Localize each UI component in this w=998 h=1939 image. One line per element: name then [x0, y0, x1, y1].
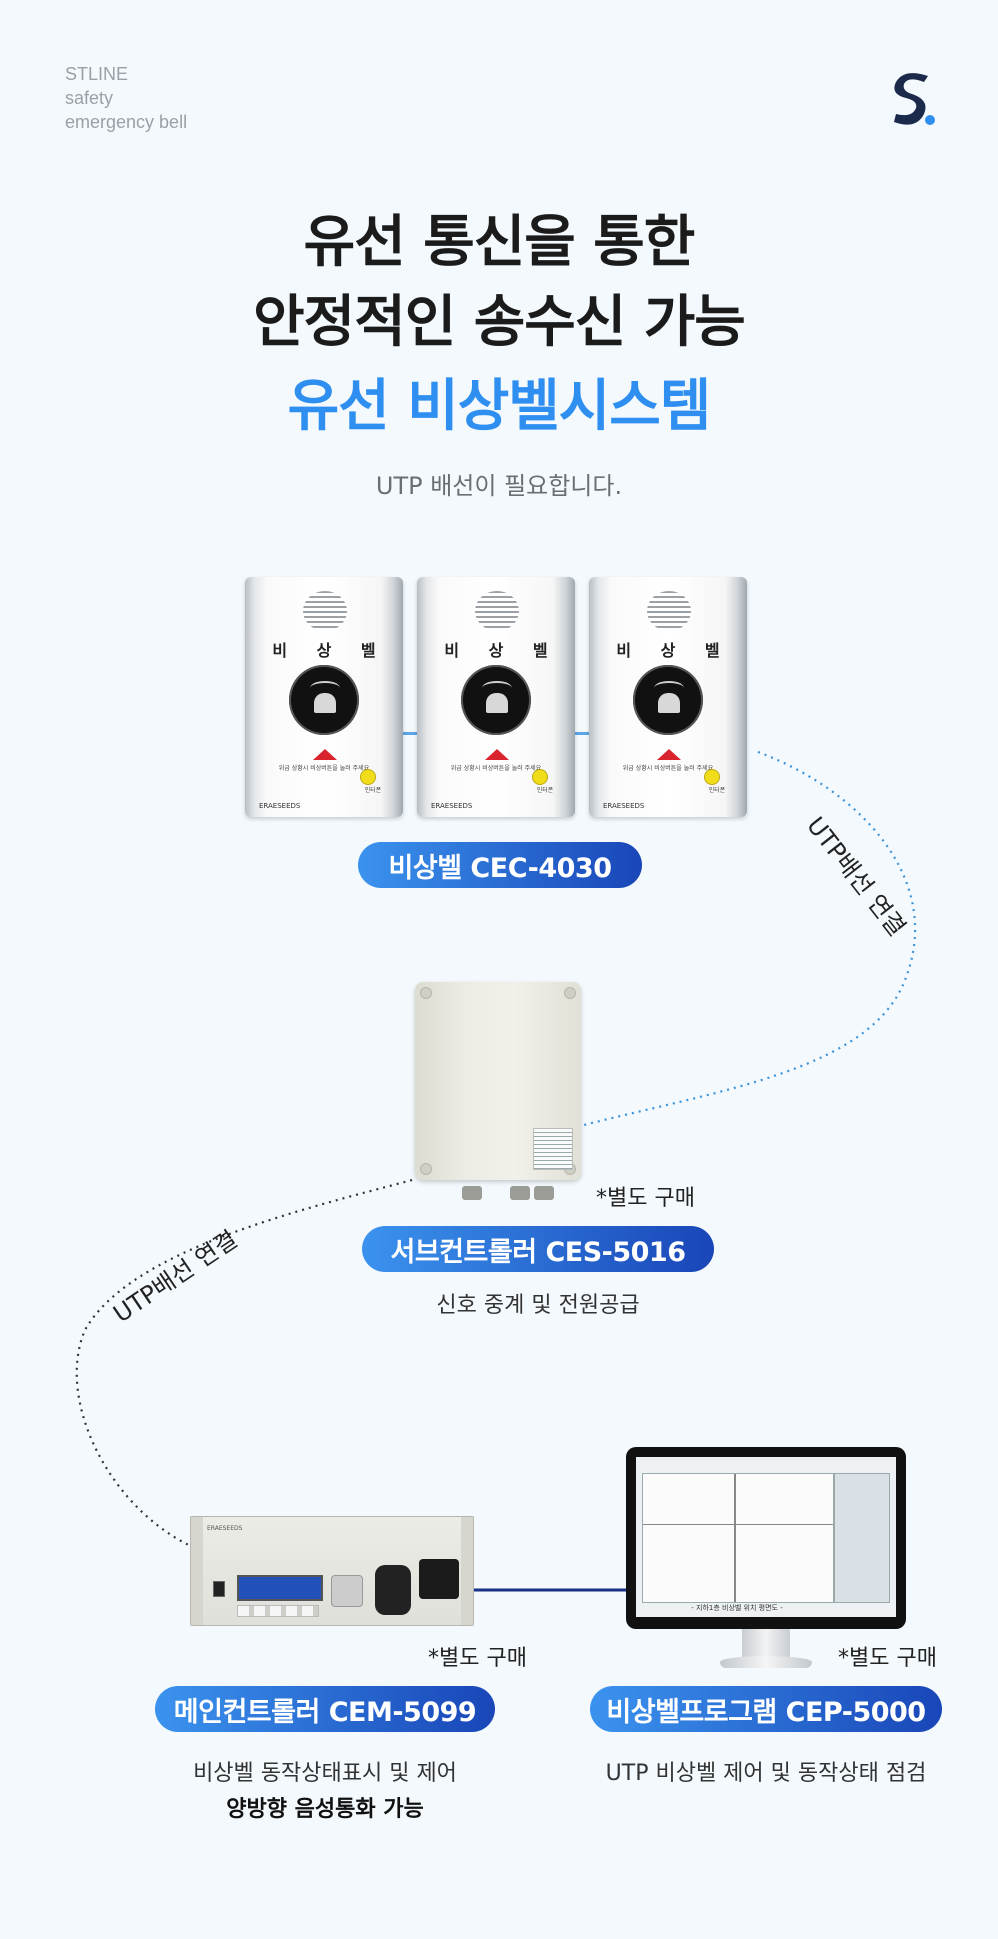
- program-note: *별도 구매: [838, 1646, 937, 1671]
- dpad-icon: [331, 1575, 363, 1607]
- sub-controller-device: [415, 982, 581, 1180]
- bell-device-note: 위급 상황시 비상버튼을 눌러 주세요: [622, 765, 714, 772]
- emergency-bell-device: 비 상 벨 위급 상황시 비상버튼을 눌러 주세요 인터폰 ERAESEEDS: [245, 577, 403, 817]
- bell-device-sub: 인터폰: [536, 787, 554, 794]
- stline-s-logo-icon: [894, 73, 935, 125]
- bell-device-maker: ERAESEEDS: [259, 802, 301, 810]
- brand-text: STLINE safety emergency bell: [65, 62, 187, 134]
- headline-subtitle: UTP 배선이 필요합니다.: [375, 472, 623, 500]
- alarm-button-icon: [461, 665, 531, 735]
- monitor-stand-icon: [742, 1629, 790, 1657]
- main-controller-device: ERAESEEDS: [190, 1516, 474, 1626]
- brand-line: safety: [65, 88, 114, 108]
- arrow-up-icon: [657, 749, 681, 760]
- bell-device-note: 위급 상황시 비상버튼을 눌러 주세요: [278, 765, 370, 772]
- cable-gland-icon: [510, 1186, 530, 1200]
- bell-device-sub: 인터폰: [364, 787, 382, 794]
- emergency-bell-device: 비 상 벨 위급 상황시 비상버튼을 눌러 주세요 인터폰 ERAESEEDS: [417, 577, 575, 817]
- power-switch-icon: [213, 1581, 225, 1597]
- spec-label-icon: [533, 1128, 573, 1170]
- dotted-cable-left: [75, 1178, 413, 1550]
- bell-link: [572, 732, 592, 735]
- speaker-grille-icon: [303, 591, 347, 631]
- speaker-grille-icon: [647, 591, 691, 631]
- cable-gland-icon: [534, 1186, 554, 1200]
- microphone-icon: [375, 1565, 411, 1615]
- bell-device-sub: 인터폰: [708, 787, 726, 794]
- bell-device-maker: ERAESEEDS: [431, 802, 473, 810]
- speaker-icon: [419, 1559, 459, 1599]
- headline-line-1: 유선 통신을 통한: [303, 210, 696, 275]
- monitor-base-icon: [720, 1656, 812, 1668]
- intercom-button-icon: [533, 770, 547, 784]
- floor-plan-icon: [642, 1473, 834, 1603]
- sub-controller-caption: 신호 중계 및 전원공급: [436, 1293, 640, 1318]
- cable-gland-icon: [462, 1186, 482, 1200]
- sub-controller-note: *별도 구매: [596, 1186, 695, 1211]
- bell-device-maker: ERAESEEDS: [603, 802, 645, 810]
- sub-controller-label: 서브컨트롤러 CES-5016: [362, 1226, 714, 1272]
- brand-line: emergency bell: [65, 112, 188, 132]
- bell-link: [400, 732, 420, 735]
- arrow-up-icon: [313, 749, 337, 760]
- keypad-icon: [237, 1605, 319, 1617]
- speaker-grille-icon: [475, 591, 519, 631]
- intercom-button-icon: [705, 770, 719, 784]
- program-label: 비상벨프로그램 CEP-5000: [590, 1686, 942, 1732]
- screen-caption: - 지하1층 비상벨 위치 평면도 -: [691, 1604, 783, 1612]
- intercom-button-icon: [361, 770, 375, 784]
- bell-device-word: 비 상 벨: [272, 641, 388, 660]
- bell-device-word: 비 상 벨: [616, 641, 732, 660]
- bell-device-word: 비 상 벨: [444, 641, 560, 660]
- brand-line: STLINE: [65, 64, 129, 84]
- headline-line-3: 유선 비상벨시스템: [287, 374, 712, 439]
- bell-device-note: 위급 상황시 비상버튼을 눌러 주세요: [450, 765, 542, 772]
- main-controller-note: *별도 구매: [428, 1646, 527, 1671]
- alarm-button-icon: [633, 665, 703, 735]
- emergency-bell-device: 비 상 벨 위급 상황시 비상버튼을 눌러 주세요 인터폰 ERAESEEDS: [589, 577, 747, 817]
- control-panel-icon: [834, 1473, 890, 1603]
- main-controller-label: 메인컨트롤러 CEM-5099: [155, 1686, 495, 1732]
- lcd-display-icon: [237, 1575, 323, 1601]
- main-controller-caption-2-wrap: 양방향 음성통화 가능: [120, 1791, 530, 1823]
- monitor-device: - 지하1층 비상벨 위치 평면도 -: [626, 1447, 906, 1629]
- main-controller-caption-2: 양방향 음성통화 가능: [226, 1797, 424, 1822]
- arrow-up-icon: [485, 749, 509, 760]
- main-controller-caption-1: 비상벨 동작상태표시 및 제어: [193, 1761, 457, 1786]
- bell-product-label: 비상벨 CEC-4030: [358, 842, 642, 888]
- alarm-button-icon: [289, 665, 359, 735]
- program-caption: UTP 비상벨 제어 및 동작상태 점검: [605, 1761, 927, 1786]
- monitor-screen: - 지하1층 비상벨 위치 평면도 -: [636, 1457, 896, 1617]
- headline-line-2: 안정적인 송수신 가능: [253, 290, 746, 355]
- rack-brand: ERAESEEDS: [207, 1525, 243, 1532]
